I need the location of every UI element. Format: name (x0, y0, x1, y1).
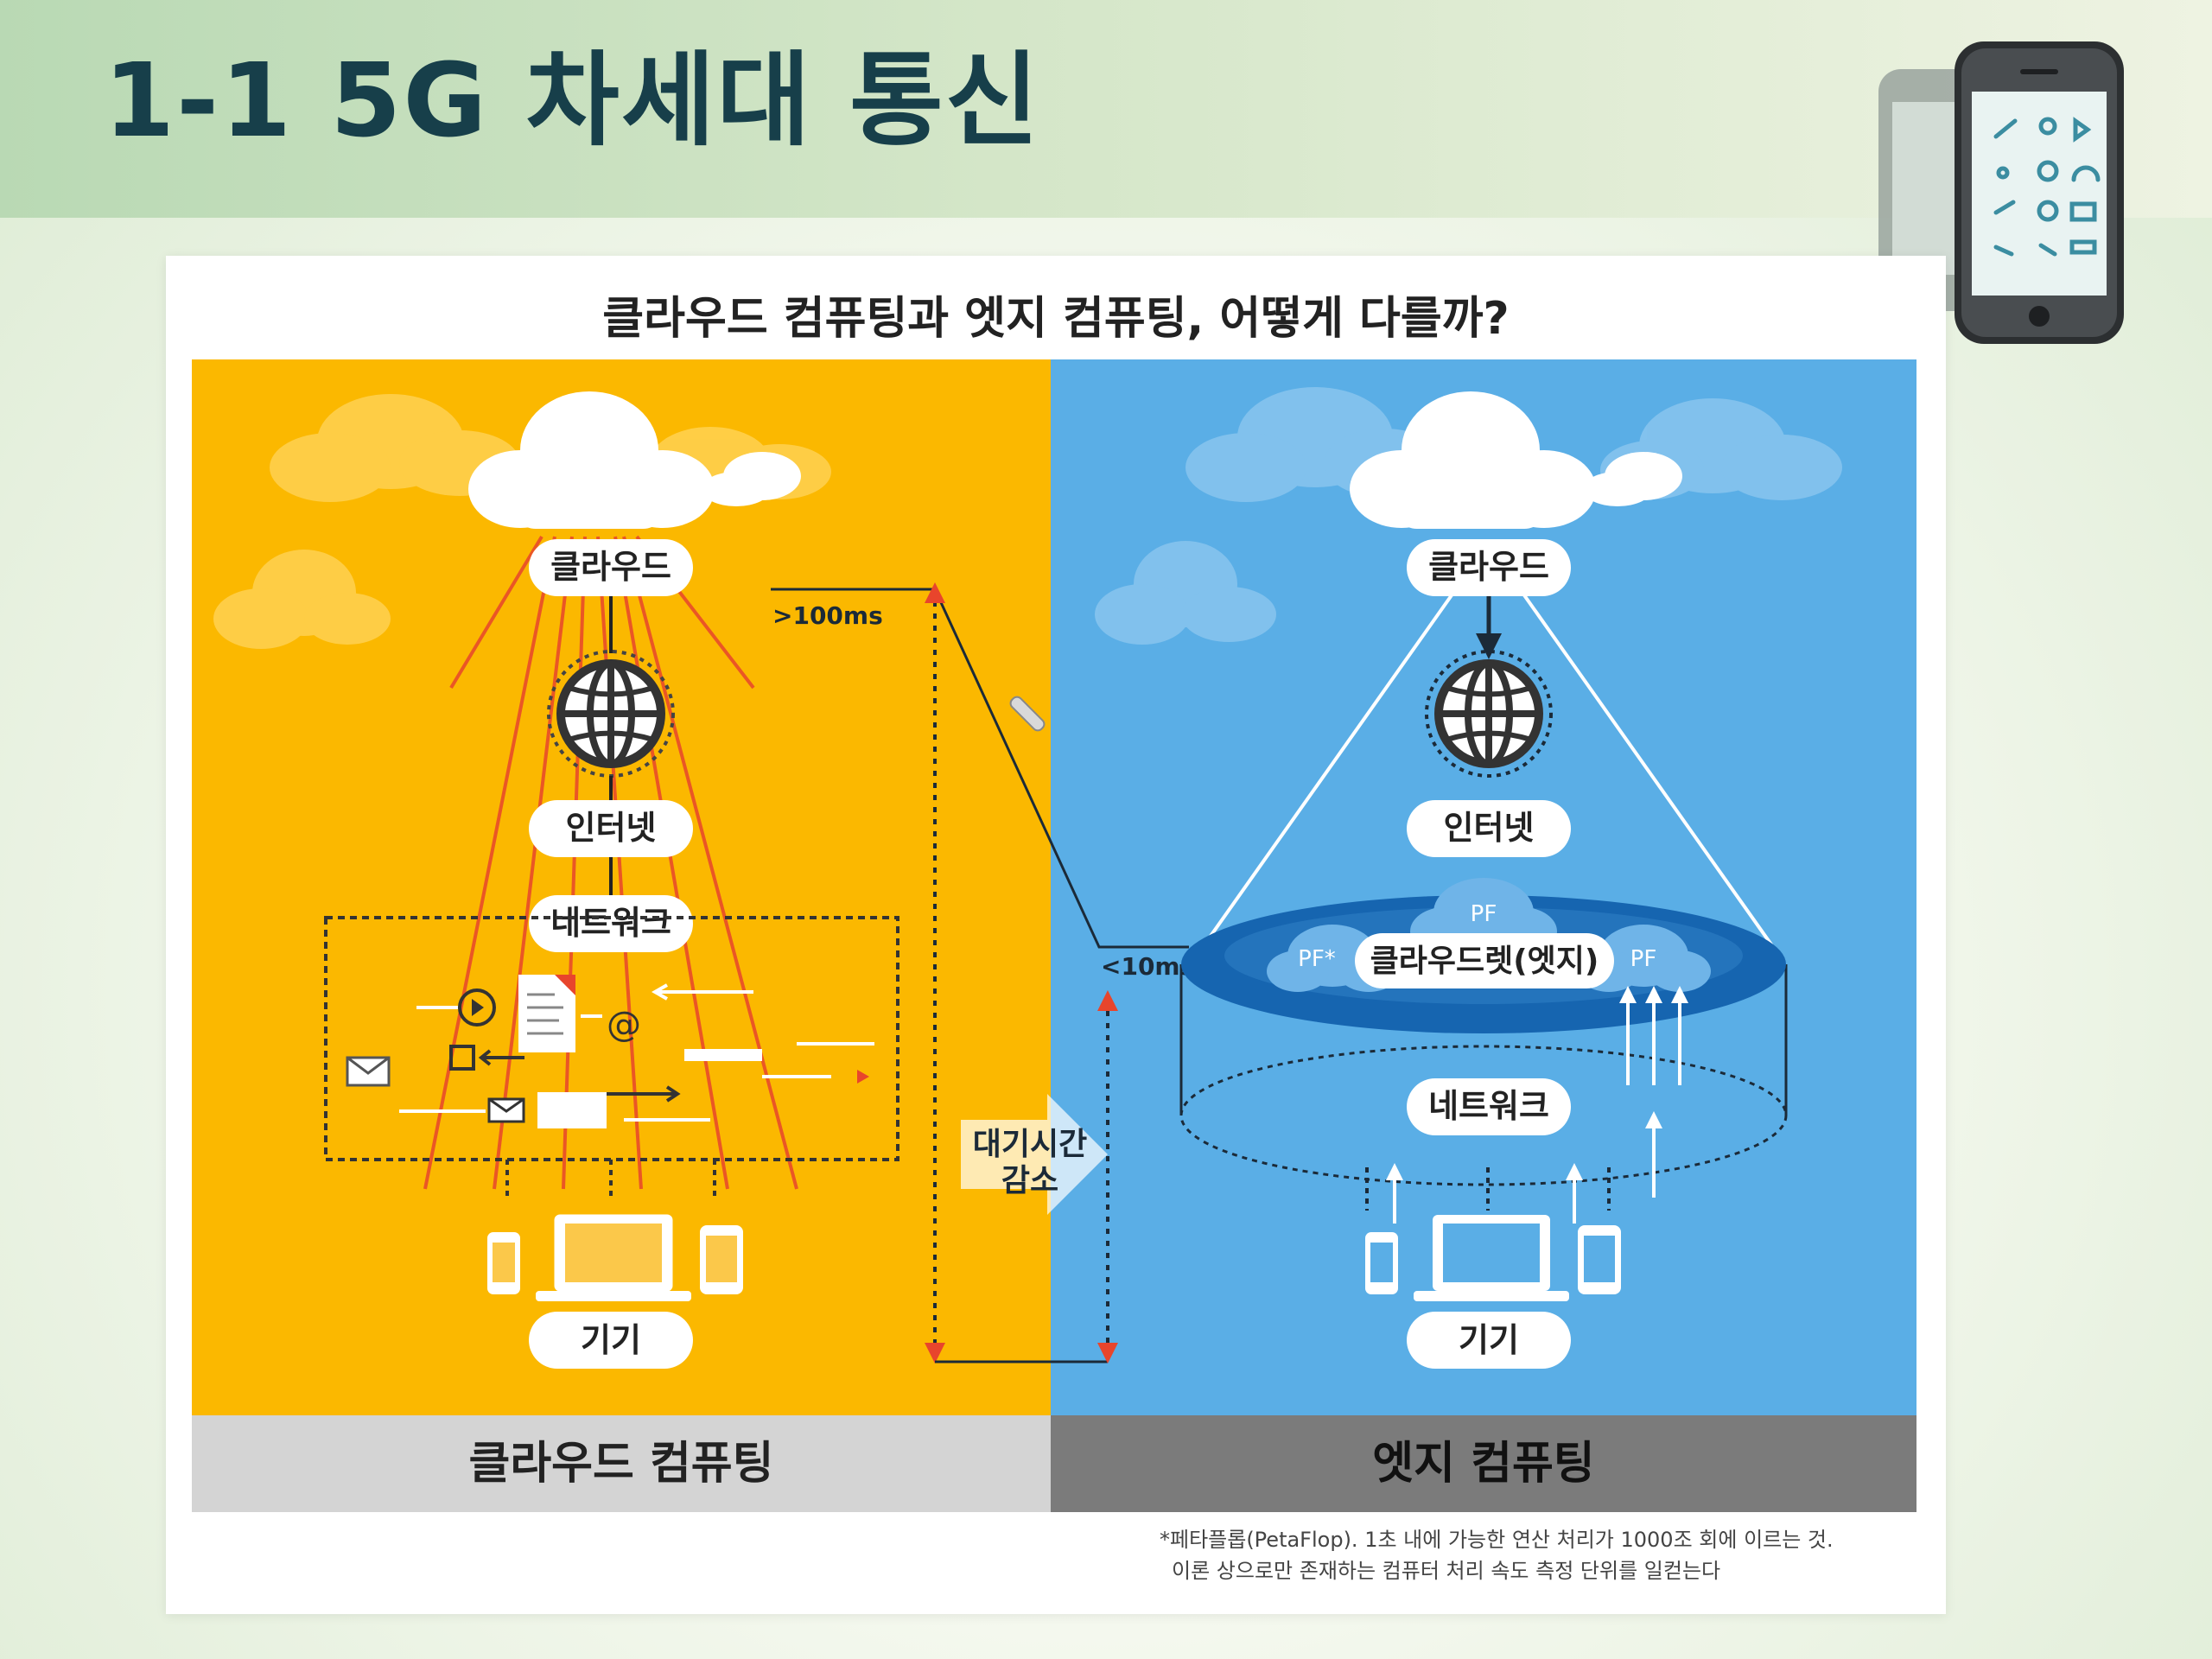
right-network-label: 네트워크 (1428, 1087, 1549, 1125)
left-internet-label: 인터넷 (566, 809, 657, 847)
latency-reduction-line1: 대기시간 (973, 1127, 1087, 1162)
pf-right-label: PF (1630, 946, 1657, 972)
pf-left-label: PF* (1298, 946, 1336, 972)
edge-computing-caption-bar (1051, 1415, 1916, 1512)
cloud-icon (468, 391, 801, 529)
right-internet-pill: 인터넷 (1407, 800, 1571, 857)
smartphone-icon (1878, 41, 2124, 344)
slide-header (0, 0, 2212, 218)
left-device-label: 기기 (581, 1321, 641, 1359)
left-cloud-pill: 클라우드 (529, 539, 693, 596)
footnote-line-1: *페타플롭(PetaFlop). 1초 내에 가능한 연산 처리가 1000조 … (1160, 1528, 1834, 1552)
upload-arrows (1386, 986, 1688, 1224)
diagram-title: 클라우드 컴퓨팅과 엣지 컴퓨팅, 어떻게 다를까? (602, 293, 1510, 345)
slide-title: 1-1 5G 차세대 통신 (104, 41, 1041, 160)
right-cloud-label: 클라우드 (1428, 548, 1549, 586)
diagram-card: 클라우드 컴퓨팅과 엣지 컴퓨팅, 어떻게 다를까? 클라우드 컴퓨팅 엣지 컴… (166, 256, 1946, 1614)
right-device-pill: 기기 (1407, 1312, 1571, 1369)
laptop-icon (1414, 1215, 1569, 1301)
left-cloud-label: 클라우드 (550, 548, 671, 586)
cloud-latency-label: >100ms (772, 601, 883, 630)
cloud-vs-edge-diagram: 클라우드 컴퓨팅 엣지 컴퓨팅 클라우드 (192, 359, 1916, 1512)
globe-icon (1425, 650, 1553, 778)
smartphone-icon (1365, 1232, 1398, 1294)
cloud-computing-caption: 클라우드 컴퓨팅 (469, 1438, 774, 1490)
smartphone-icon (487, 1232, 520, 1294)
cloud-computing-caption-bar (192, 1415, 1051, 1512)
cloud-ray-lines (423, 535, 798, 1190)
network-box (324, 916, 899, 1161)
pf-top-label: PF (1471, 901, 1497, 927)
edge-latency-label: <10ms (1101, 952, 1194, 981)
footnote: *페타플롭(PetaFlop). 1초 내에 가능한 연산 처리가 1000조 … (1160, 1524, 1920, 1586)
laptop-icon (536, 1214, 691, 1301)
background-cloud-icon (1095, 387, 1842, 645)
right-device-label: 기기 (1459, 1321, 1519, 1359)
left-internet-pill: 인터넷 (529, 800, 693, 857)
left-network-label: 네트워크 (550, 904, 671, 942)
cloud-icon (1350, 391, 1682, 529)
network-icons: @ (346, 975, 874, 1128)
cloudlet-pill: 클라우드렛(엣지) (1355, 933, 1614, 988)
right-network-pill: 네트워크 (1407, 1078, 1571, 1135)
edge-cone-lines (1201, 591, 1775, 949)
right-cloud-pill: 클라우드 (1407, 539, 1571, 596)
edge-computing-caption: 엣지 컴퓨팅 (1372, 1438, 1594, 1490)
tablet-icon (700, 1225, 743, 1294)
footnote-line-2: 이론 상으로만 존재하는 컴퓨터 처리 속도 측정 단위를 일컫는다 (1172, 1559, 1721, 1583)
cloudlet-label: 클라우드렛(엣지) (1370, 944, 1599, 979)
latency-reduction-line2: 감소 (1001, 1163, 1058, 1198)
svg-text:@: @ (607, 1005, 641, 1045)
left-device-pill: 기기 (529, 1312, 693, 1369)
latency-reduction-arrow (961, 1094, 1108, 1215)
latency-measure-lines (771, 582, 1189, 1363)
left-network-pill: 네트워크 (529, 895, 693, 952)
right-internet-label: 인터넷 (1444, 809, 1535, 847)
tablet-icon (1578, 1225, 1621, 1294)
